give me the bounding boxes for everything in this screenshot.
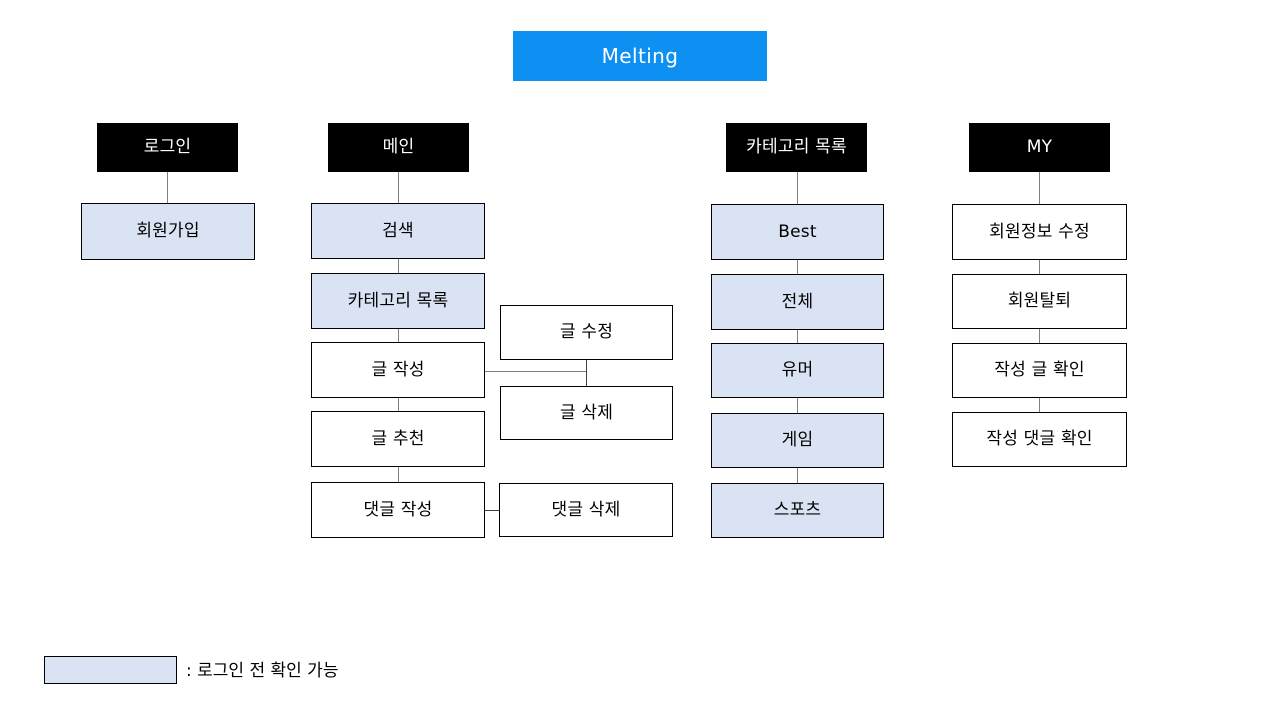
node-signup[interactable]: 회원가입 [81, 203, 255, 260]
connector-write-post-to-recommend [398, 398, 399, 412]
node-delete-comment[interactable]: 댓글 삭제 [499, 483, 673, 537]
node-best[interactable]: Best [711, 204, 884, 260]
connector-humor-to-game [797, 398, 798, 413]
node-delete-post[interactable]: 글 삭제 [500, 386, 673, 440]
legend-swatch-pre-login [44, 656, 177, 684]
connector-my-posts-to-my-comments [1039, 398, 1040, 412]
column-header-my[interactable]: MY [969, 123, 1110, 172]
column-header-main[interactable]: 메인 [328, 123, 469, 172]
column-header-login[interactable]: 로그인 [97, 123, 238, 172]
legend-label: : 로그인 전 확인 가능 [186, 661, 339, 681]
connector-category-to-best [797, 172, 798, 204]
node-search[interactable]: 검색 [311, 203, 485, 259]
connector-best-to-all [797, 260, 798, 274]
connector-write-comment-branch [485, 510, 500, 511]
node-edit-profile[interactable]: 회원정보 수정 [952, 204, 1127, 260]
node-my-comments[interactable]: 작성 댓글 확인 [952, 412, 1127, 467]
connector-my-to-edit-profile [1039, 172, 1040, 204]
connector-main-to-search [398, 172, 399, 203]
column-header-category-list[interactable]: 카테고리 목록 [726, 123, 867, 172]
diagram-title: Melting [513, 31, 767, 81]
node-all[interactable]: 전체 [711, 274, 884, 330]
connector-search-to-category [398, 259, 399, 274]
connector-branch-vertical-post [586, 360, 587, 386]
node-sports[interactable]: 스포츠 [711, 483, 884, 538]
node-write-post[interactable]: 글 작성 [311, 342, 485, 398]
connector-all-to-humor [797, 330, 798, 343]
connector-withdraw-to-my-posts [1039, 329, 1040, 343]
node-recommend-post[interactable]: 글 추천 [311, 411, 485, 467]
node-humor[interactable]: 유머 [711, 343, 884, 398]
node-game[interactable]: 게임 [711, 413, 884, 468]
node-category-list[interactable]: 카테고리 목록 [311, 273, 485, 329]
connector-edit-profile-to-withdraw [1039, 260, 1040, 274]
node-write-comment[interactable]: 댓글 작성 [311, 482, 485, 538]
connector-game-to-sports [797, 468, 798, 483]
connector-login-to-signup [167, 172, 168, 203]
node-withdraw-membership[interactable]: 회원탈퇴 [952, 274, 1127, 329]
connector-category-to-write-post [398, 329, 399, 343]
connector-recommend-to-write-comment [398, 467, 399, 482]
node-edit-post[interactable]: 글 수정 [500, 305, 673, 360]
node-my-posts[interactable]: 작성 글 확인 [952, 343, 1127, 398]
connector-write-post-branch [485, 371, 586, 372]
